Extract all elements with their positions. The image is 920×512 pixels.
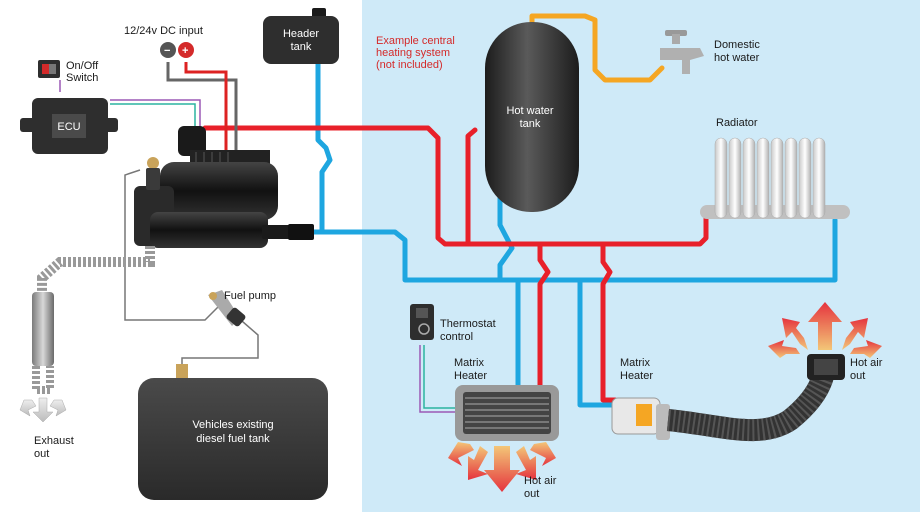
domestic-tap-icon: [660, 30, 704, 74]
matrix1-hot-pipe: [537, 241, 551, 388]
hot-air-2-label-2: out: [850, 370, 865, 382]
onoff-switch: [38, 60, 60, 78]
header-tank: [263, 8, 339, 64]
fuel-tank-label-2: diesel fuel tank: [196, 433, 270, 445]
hot-air-arrows-icon-1: [448, 442, 556, 492]
header-tank-label-1: Header: [283, 28, 319, 40]
hot-flow-main-pipe: [202, 125, 709, 247]
positive-terminal-icon: [178, 42, 194, 58]
exhaust-label-1: Exhaust: [34, 435, 74, 447]
thermostat-label-1: Thermostat: [440, 318, 496, 330]
thermostat-wire-purple: [419, 345, 455, 413]
tank-hot-pipe: [465, 127, 478, 247]
cold-return-main-pipe: [259, 217, 838, 283]
hot-air-arrows-icon-2: [768, 302, 882, 358]
plus-sign: +: [182, 45, 188, 57]
thermostat-dial-icon: [418, 323, 430, 335]
fuel-pump-label: Fuel pump: [224, 290, 276, 302]
onoff-label-1: On/Off: [66, 60, 99, 72]
hot-air-2-label-1: Hot air: [850, 357, 883, 369]
minus-sign: −: [164, 45, 170, 57]
thermostat-wire-teal: [423, 345, 455, 409]
exhaust-label-2: out: [34, 448, 49, 460]
hot-water-tank: [485, 22, 579, 212]
matrix-heater-2-label-2: Heater: [620, 370, 653, 382]
domestic-label-2: hot water: [714, 52, 760, 64]
example-label-2: heating system: [376, 47, 450, 59]
hot-air-1-label-2: out: [524, 488, 539, 500]
dc-input-label: 12/24v DC input: [124, 25, 203, 37]
matrix-heater-2-label-1: Matrix: [620, 357, 650, 369]
dc-input-terminals: [160, 42, 194, 58]
fuel-tank: [138, 364, 328, 500]
onoff-label-2: Switch: [66, 72, 98, 84]
example-label-1: Example central: [376, 35, 455, 47]
negative-terminal-icon: [160, 42, 176, 58]
radiator-label: Radiator: [716, 117, 758, 129]
fuel-line-to-pump: [124, 169, 226, 321]
hot-water-tank-label-1: Hot water: [506, 105, 553, 117]
ecu: [20, 98, 118, 154]
example-label-3: (not included): [376, 59, 443, 71]
matrix2-hot-pipe: [600, 241, 618, 403]
positive-wire: [184, 62, 228, 150]
matrix-heater-2: [611, 397, 670, 440]
domestic-label-1: Domestic: [714, 39, 760, 51]
hot-air-duct: [666, 354, 845, 442]
negative-wire: [166, 62, 238, 150]
exhaust-pipe: [32, 246, 155, 394]
ecu-label: ECU: [57, 121, 80, 133]
matrix-heater-1: [455, 385, 559, 441]
hot-air-1-label-1: Hot air: [524, 475, 557, 487]
wiring: [59, 62, 455, 413]
thermostat-label-2: control: [440, 331, 473, 343]
matrix-heater-1-label-1: Matrix: [454, 357, 484, 369]
pipe-network: [202, 13, 838, 408]
exhaust-out-arrows-icon: [19, 397, 67, 423]
hot-water-tank-label-2: tank: [520, 118, 541, 130]
radiator: [700, 137, 850, 219]
domestic-hot-water-pipe: [529, 13, 665, 83]
header-tank-label-2: tank: [291, 41, 312, 53]
diesel-heater-unit: [134, 126, 314, 248]
fuel-tank-label-1: Vehicles existing: [192, 419, 273, 431]
fuel-pump: [208, 290, 246, 327]
matrix-heater-1-label-2: Heater: [454, 370, 487, 382]
fuel-line-to-tank: [181, 314, 259, 372]
thermostat-control: [410, 304, 434, 340]
matrix2-cold-pipe: [577, 277, 618, 408]
